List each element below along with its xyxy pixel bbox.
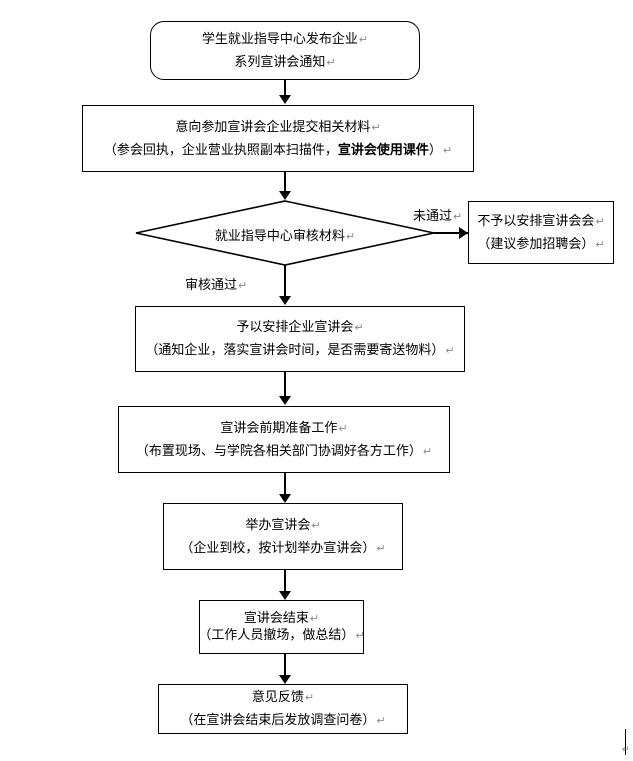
return-mark-icon: ↵: [422, 444, 433, 458]
node-session-end[interactable]: 宣讲会结束↵ （工作人员撤场，做总结）↵: [198, 600, 365, 654]
arrow-preparation-to-hold: [279, 494, 291, 503]
return-mark-icon: ↵: [304, 691, 315, 704]
node-hold-session-line-2: （企业到校，按计划举办宣讲会）↵: [180, 540, 386, 556]
return-mark-icon: ↵: [238, 279, 248, 292]
node-feedback-line-2: （在宣讲会结束后发放调查问卷）↵: [180, 713, 386, 728]
connector-hold-to-end: [284, 570, 286, 592]
arrow-review-to-rejected: [459, 227, 468, 239]
connector-review-to-arrange: [284, 265, 286, 297]
node-review-decision-label: 就业指导中心审核材料↵: [214, 229, 356, 244]
return-mark-icon: ↵: [376, 541, 386, 555]
connector-preparation-to-hold: [284, 473, 286, 495]
node-hold-session-line-1: 举办宣讲会↵: [245, 517, 321, 533]
node-preparation-line-1: 宣讲会前期准备工作↵: [220, 420, 348, 436]
connector-end-to-feedback: [284, 654, 286, 676]
connector-arrange-to-preparation: [284, 372, 286, 397]
node-feedback[interactable]: 意见反馈↵ （在宣讲会结束后发放调查问卷）↵: [158, 684, 408, 734]
node-preparation-line-2: （布置现场、与学院各相关部门协调好各方工作）↵: [135, 443, 433, 459]
arrow-review-to-arrange: [279, 296, 291, 305]
node-feedback-line-1: 意见反馈↵: [251, 690, 315, 705]
node-approved-arrange-line-2: （通知企业，落实宣讲会时间，是否需要寄送物料）↵: [145, 343, 455, 358]
return-mark-icon: ↵: [376, 714, 386, 727]
node-publish-notice-line-1: 学生就业指导中心发布企业↵: [201, 31, 369, 47]
node-session-end-line-2: （工作人员撤场，做总结）↵: [198, 628, 365, 643]
arrow-hold-to-end: [279, 591, 291, 600]
return-mark-icon: ↵: [442, 143, 453, 157]
node-publish-notice[interactable]: 学生就业指导中心发布企业↵ 系列宣讲会通知↵: [150, 21, 420, 80]
return-mark-icon: ↵: [338, 421, 348, 435]
return-mark-icon: ↵: [622, 745, 630, 755]
return-mark-icon: ↵: [358, 32, 369, 46]
return-mark-icon: ↵: [345, 230, 356, 243]
return-mark-icon: ↵: [311, 518, 321, 532]
return-mark-icon: ↵: [595, 237, 605, 251]
return-mark-icon: ↵: [326, 55, 336, 69]
node-rejected-line-1: 不予以安排宣讲会会↵: [477, 213, 605, 229]
node-review-decision[interactable]: 就业指导中心审核材料↵: [135, 200, 435, 266]
node-approved-arrange-line-1: 予以安排企业宣讲会↵: [236, 320, 364, 335]
node-submit-materials-emphasis: 宣讲会使用课件: [337, 142, 429, 158]
connector-review-to-rejected: [434, 232, 476, 234]
node-session-end-line-1: 宣讲会结束↵: [243, 611, 320, 626]
connector-submit-to-review: [284, 172, 286, 192]
connector-publish-to-submit: [284, 80, 286, 96]
node-hold-session[interactable]: 举办宣讲会↵ （企业到校，按计划举办宣讲会）↵: [163, 503, 403, 570]
node-rejected[interactable]: 不予以安排宣讲会会↵ （建议参加招聘会）↵: [468, 201, 614, 264]
edge-label-not-passed: 未通过↵: [413, 209, 463, 224]
return-mark-icon: ↵: [355, 629, 365, 642]
node-submit-materials[interactable]: 意向参加宣讲会企业提交相关材料↵ （参会回执，企业营业执照副本扫描件，宣讲会使用…: [82, 105, 474, 172]
node-rejected-line-2: （建议参加招聘会）↵: [477, 236, 605, 252]
node-publish-notice-line-2: 系列宣讲会通知↵: [234, 54, 336, 70]
arrow-end-to-feedback: [279, 675, 291, 684]
return-mark-icon: ↵: [453, 210, 463, 223]
edge-label-passed: 审核通过↵: [185, 278, 248, 293]
return-mark-icon: ↵: [595, 214, 605, 228]
return-mark-icon: ↵: [309, 612, 320, 625]
arrow-submit-to-review: [279, 191, 291, 200]
return-mark-icon: ↵: [371, 120, 381, 134]
node-submit-materials-line-1: 意向参加宣讲会企业提交相关材料↵: [175, 119, 381, 135]
node-submit-materials-line-2: （参会回执，企业营业执照副本扫描件，宣讲会使用课件）↵: [103, 142, 453, 158]
arrow-publish-to-submit: [279, 95, 291, 104]
text-cursor: [625, 729, 626, 755]
arrow-arrange-to-preparation: [279, 396, 291, 405]
return-mark-icon: ↵: [354, 321, 364, 334]
return-mark-icon: ↵: [445, 344, 455, 357]
node-preparation[interactable]: 宣讲会前期准备工作↵ （布置现场、与学院各相关部门协调好各方工作）↵: [118, 406, 450, 473]
node-approved-arrange[interactable]: 予以安排企业宣讲会↵ （通知企业，落实宣讲会时间，是否需要寄送物料）↵: [135, 306, 465, 372]
